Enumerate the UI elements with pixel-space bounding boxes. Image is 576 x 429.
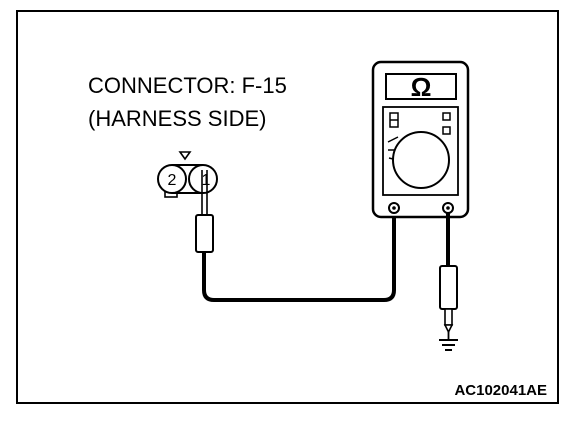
ground-probe-handle — [439, 265, 458, 310]
diagram-frame — [16, 10, 559, 404]
connector-label: CONNECTOR: F-15 — [88, 73, 287, 98]
pin-number-2: 2 — [168, 172, 177, 189]
left-probe — [195, 170, 214, 253]
connector-lock-triangle — [178, 151, 192, 161]
ground-icon — [439, 339, 458, 351]
right-probe — [439, 265, 458, 340]
ground-probe-point — [443, 324, 454, 334]
meter-button-bottom — [442, 126, 451, 135]
meter-button-top — [442, 112, 451, 121]
connector-side-label: (HARNESS SIDE) — [88, 106, 266, 131]
meter-terminal-left-center — [392, 206, 396, 210]
ground-probe-tip — [444, 308, 453, 326]
meter-rotary-dial — [392, 131, 450, 189]
ohm-symbol: Ω — [411, 72, 432, 102]
connector-icon: 2 1 — [157, 151, 218, 198]
pin-number-1: 1 — [202, 172, 211, 189]
meter-display — [385, 73, 457, 100]
meter-terminal-right-center — [446, 206, 450, 210]
ohmmeter-icon: Ω — [371, 60, 470, 219]
figure-code: AC102041AE — [454, 382, 547, 399]
connector-body-outline — [172, 164, 203, 194]
probe-handle — [195, 214, 214, 253]
test-lead-wire — [202, 212, 396, 302]
